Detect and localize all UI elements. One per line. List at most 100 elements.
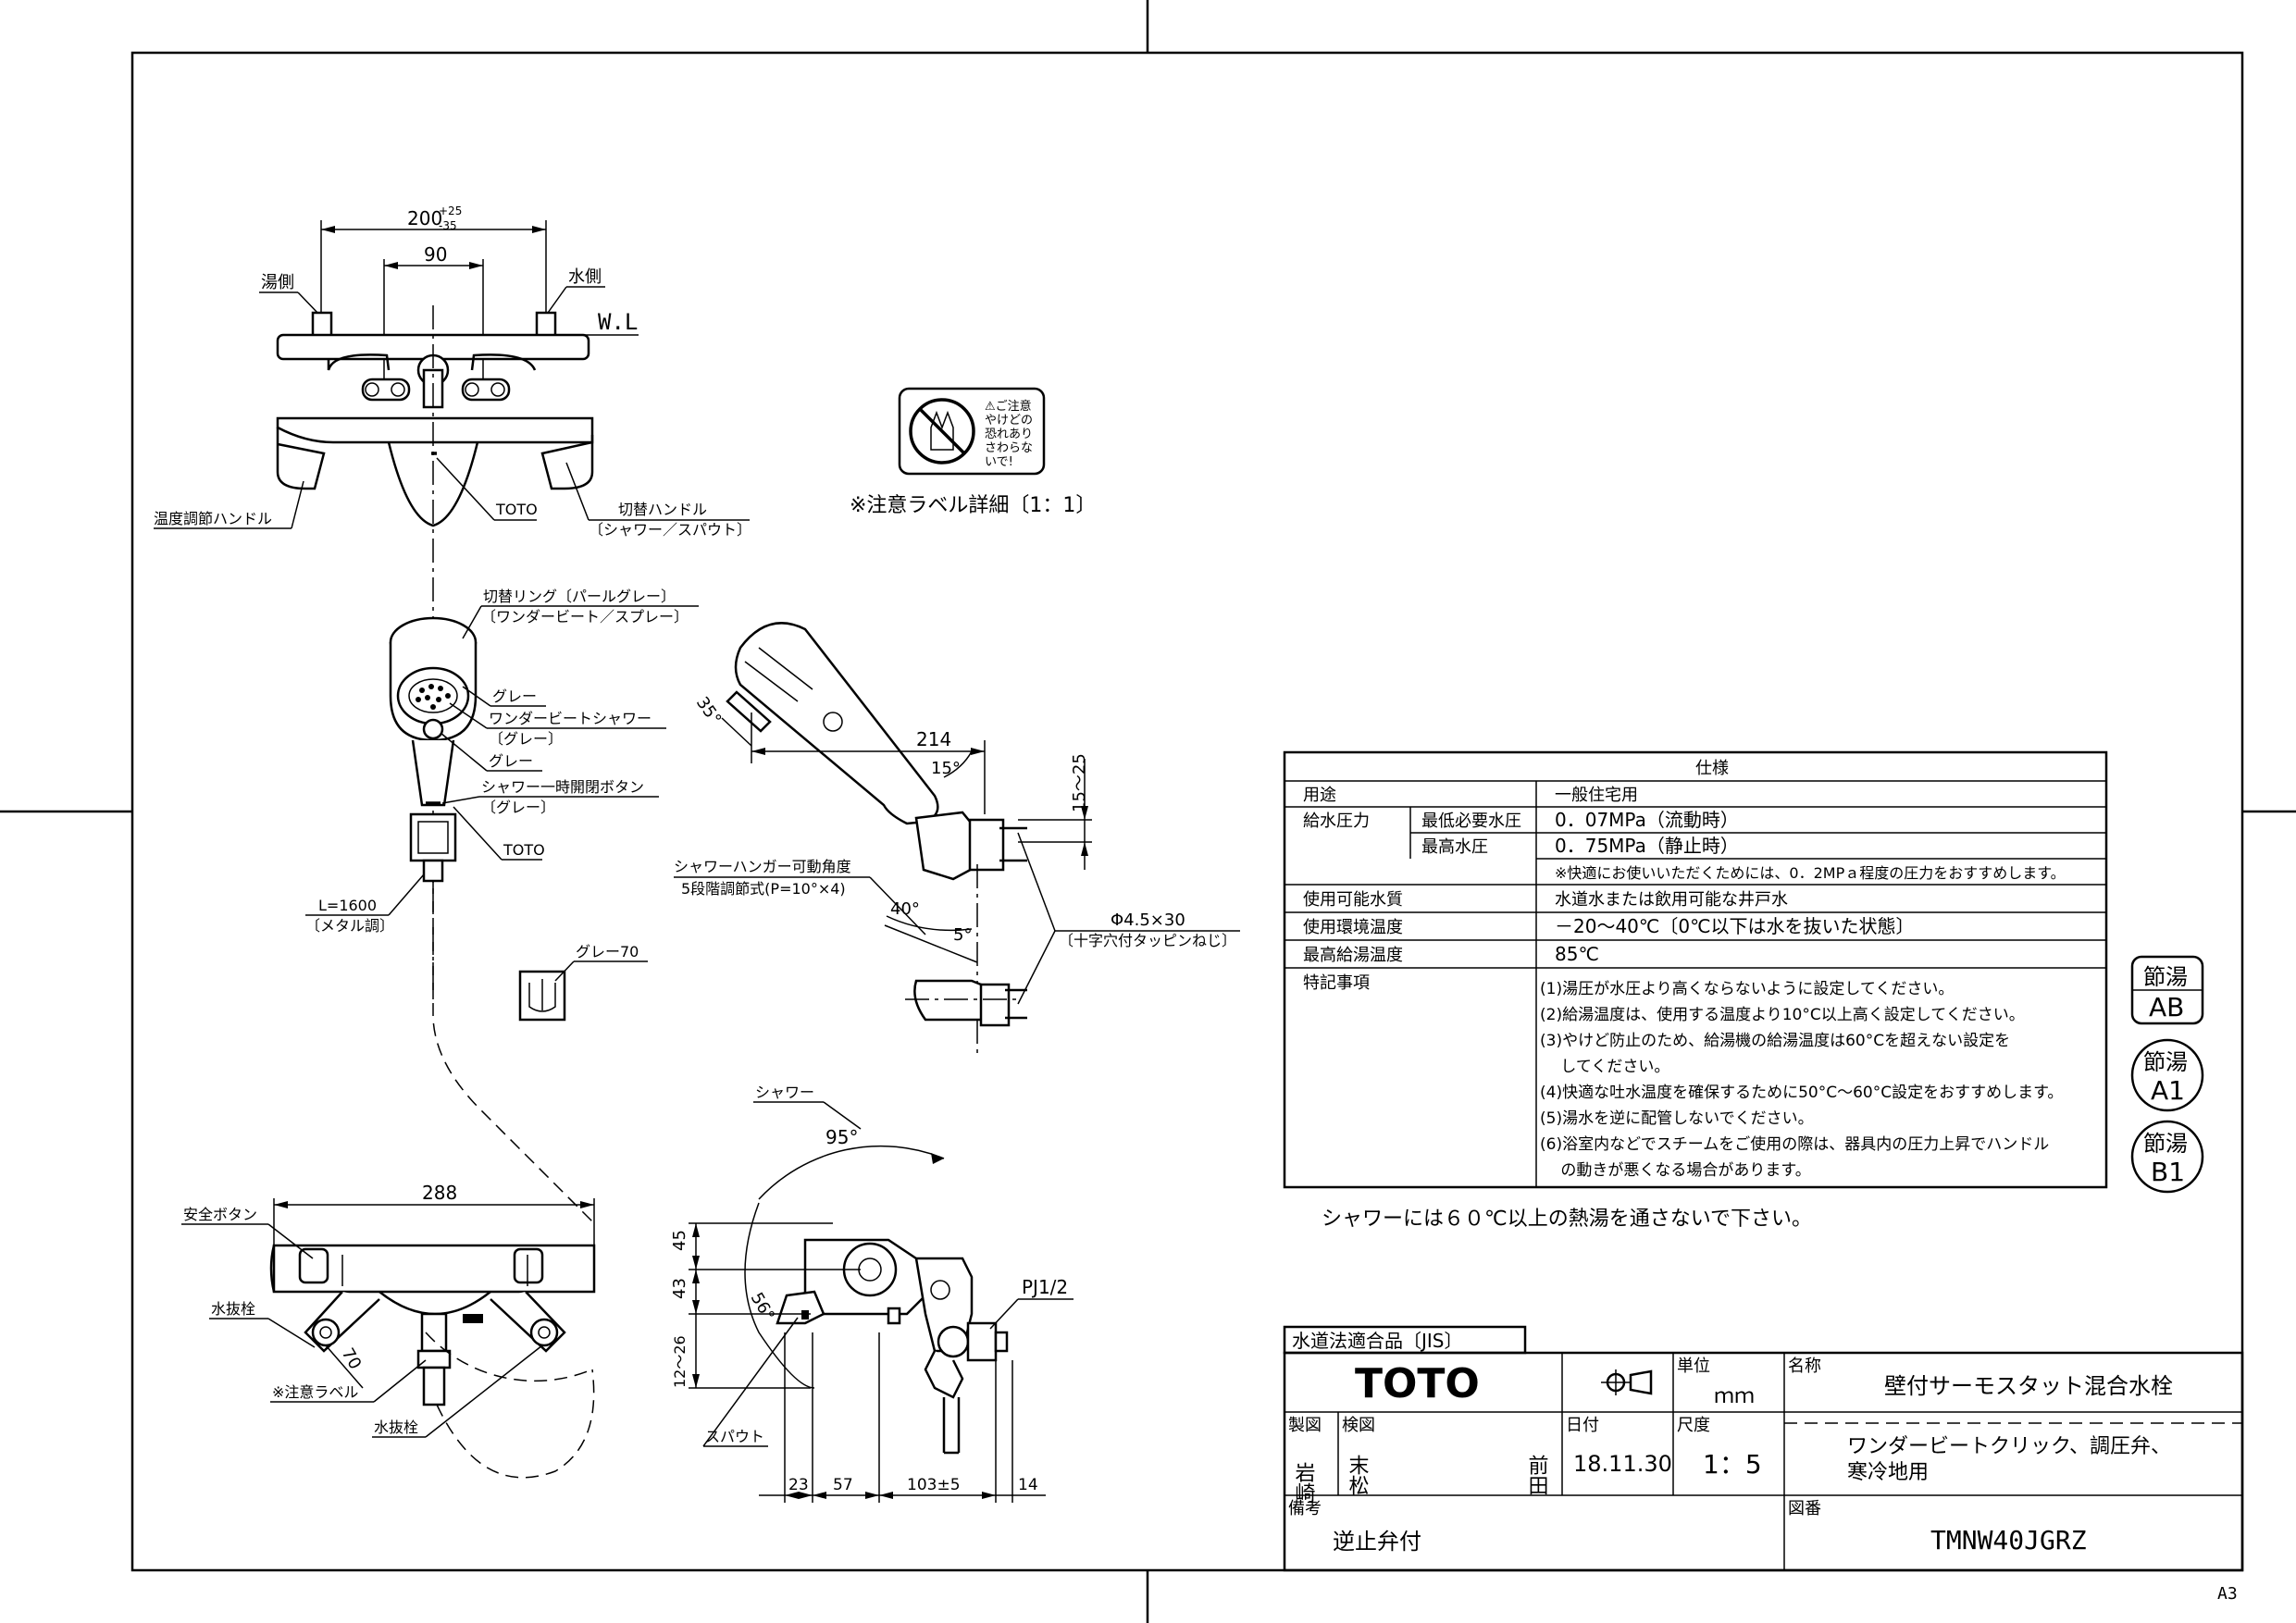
top-view: 200 +25 -35 90 湯側 水側 W.L xyxy=(154,204,751,999)
note-5: (5)湯水を逆に配管しないでください。 xyxy=(1540,1109,1814,1128)
note-1: (1)湯圧が水圧より高くならないように設定してください。 xyxy=(1540,980,1954,998)
caution-line-4: さわらな xyxy=(985,441,1033,455)
caution-line-2: やけどの xyxy=(985,414,1033,427)
caution-line-3: 恐れあり xyxy=(985,427,1033,441)
note-6b: の動きが悪くなる場合があります。 xyxy=(1540,1161,1811,1180)
switch-handle-label: 切替ハンドル xyxy=(618,501,707,518)
angle-35: 35° xyxy=(692,693,726,728)
title-block: 水道法適合品〔JIS〕 TOTO 単位 ｍｍ 名称 壁付サーモスタット混合水栓 … xyxy=(1283,1325,2244,1604)
dim-70: 70 xyxy=(338,1344,366,1372)
dim-45: 45 xyxy=(670,1230,689,1251)
checked-label: 検図 xyxy=(1342,1416,1375,1435)
spec-row-4-label: 使用可能水質 xyxy=(1303,890,1403,910)
drawing-frame xyxy=(130,51,2244,1572)
spec-row-1-label: 給水圧力 xyxy=(1303,812,1370,831)
caution-label-detail: ⚠ご注意 やけどの 恐れあり さわらな いで! ※注意ラベル詳細〔1：1〕 xyxy=(850,387,1096,517)
wonder-beat-label: ワンダービートシャワー xyxy=(489,710,652,727)
badge-b1-bottom: B1 xyxy=(2151,1157,2185,1187)
note-2: (2)給湯温度は、使用する温度より10°C以上高く設定してください。 xyxy=(1540,1005,2025,1024)
spec-row-6-label: 最高給湯温度 xyxy=(1303,946,1403,965)
desc-line-1: ワンダービートクリック、調圧弁、 xyxy=(1847,1435,2171,1458)
shower-side-view: 214 15° 35° 15～25 シャワーハンガー可動角度 5段階調節式(P=… xyxy=(674,622,1240,1055)
spec-row-1-sub: 最低必要水圧 xyxy=(1421,812,1521,831)
angle-56: 56° xyxy=(747,1289,778,1324)
angle-5: 5° xyxy=(953,925,972,945)
note-3b: してください。 xyxy=(1540,1058,1669,1076)
hanger-angle-sub: 5段階調節式(P=10°×4) xyxy=(681,880,846,898)
water-saving-badges: 節湯 AB 節湯 A1 節湯 B1 xyxy=(2130,955,2204,1194)
spec-row-5-label: 使用環境温度 xyxy=(1303,918,1403,937)
jis-label: 水道法適合品〔JIS〕 xyxy=(1292,1330,1463,1352)
angle-15: 15° xyxy=(931,759,961,778)
unit-label: 単位 xyxy=(1677,1357,1710,1376)
spec-title: 仕様 xyxy=(1695,759,1729,778)
wonder-beat-sub: 〔グレー〕 xyxy=(489,730,563,748)
note-6: (6)浴室内などでスチームをご使用の際は、器具内の圧力上昇でハンドル xyxy=(1540,1134,2049,1154)
stop-button-sub: 〔グレー〕 xyxy=(481,799,555,816)
note-3: (3)やけど防止のため、給湯機の給湯温度は60°Cを超えない設定を xyxy=(1540,1032,2010,1050)
caution-line-1: ⚠ご注意 xyxy=(985,399,1032,414)
drawing-no-label: 図番 xyxy=(1788,1499,1821,1518)
name-label: 名称 xyxy=(1788,1357,1821,1376)
desc-line-2: 寒冷地用 xyxy=(1847,1461,1929,1484)
side-view: シャワー 95° 45 43 12～26 56° xyxy=(670,1084,1074,1503)
heat-warning: シャワーには６０℃以上の熱湯を通さないで下さい。 xyxy=(1322,1208,1812,1231)
spec-row-6-value: 85℃ xyxy=(1555,943,1599,965)
drawn-value: 岩崎 xyxy=(1292,1462,1316,1503)
drain-plug-label-2: 水抜栓 xyxy=(374,1419,418,1436)
checked-value-1: 末松 xyxy=(1346,1455,1370,1495)
product-name: 壁付サーモスタット混合水栓 xyxy=(1884,1373,2173,1399)
badge-b1 xyxy=(2130,1120,2204,1194)
notes-label: 特記事項 xyxy=(1303,973,1370,993)
badge-a1 xyxy=(2130,1038,2204,1112)
caution-label-note: ※注意ラベル xyxy=(272,1383,358,1401)
dim-15-25: 15～25 xyxy=(1070,753,1089,812)
remarks-label: 備考 xyxy=(1288,1499,1322,1518)
screw-sub: 〔十字穴付タッピンねじ〕 xyxy=(1059,932,1236,949)
date-label: 日付 xyxy=(1566,1416,1599,1435)
drain-plug-label-1: 水抜栓 xyxy=(211,1300,255,1318)
brand-mark-top: TOTO xyxy=(495,501,538,518)
spec-row-1-value: 0．07MPa（流動時） xyxy=(1555,809,1739,831)
switch-ring-sub: 〔ワンダービート／スプレー〕 xyxy=(481,608,689,626)
stop-button-label: シャワー一時開閉ボタン xyxy=(481,778,644,796)
dim-spacing: 90 xyxy=(424,243,447,266)
drawn-label: 製図 xyxy=(1288,1416,1322,1435)
dim-57: 57 xyxy=(833,1476,853,1494)
scale-label: 尺度 xyxy=(1677,1416,1710,1435)
temp-handle-label: 温度調節ハンドル xyxy=(154,510,272,527)
caution-label-caption: ※注意ラベル詳細〔1：1〕 xyxy=(850,494,1096,517)
unit-value: ｍｍ xyxy=(1714,1385,1755,1408)
angle-95: 95° xyxy=(825,1126,858,1148)
dim-12-26: 12～26 xyxy=(671,1335,689,1388)
spout-label: スパウト xyxy=(705,1428,764,1445)
safety-button-label: 安全ボタン xyxy=(183,1206,257,1223)
hanger-angle-label: シャワーハンガー可動角度 xyxy=(674,858,851,875)
spec-row-0-value: 一般住宅用 xyxy=(1555,786,1638,805)
dim-103: 103±5 xyxy=(907,1476,961,1494)
screw-label: Φ4.5×30 xyxy=(1111,911,1185,930)
badge-a1-bottom: A1 xyxy=(2151,1075,2185,1106)
badge-ab-top: 節湯 xyxy=(2143,964,2188,990)
dim-overall-tol-lower: -35 xyxy=(439,219,457,232)
dim-214: 214 xyxy=(916,728,951,750)
dim-43: 43 xyxy=(670,1278,689,1299)
drawing-no-value: TMNW40JGRZ xyxy=(1930,1525,2087,1555)
badge-ab-bottom: AB xyxy=(2149,992,2184,1022)
badge-a1-top: 節湯 xyxy=(2143,1049,2188,1075)
spec-row-5-value: －20～40℃〔0℃以下は水を抜いた状態〕 xyxy=(1555,915,1915,937)
gray-label-2: グレー xyxy=(489,752,533,770)
hose-length-sub: 〔メタル調〕 xyxy=(305,917,394,935)
remarks-value: 逆止弁付 xyxy=(1333,1529,1421,1555)
spec-row-3-value: ※快適にお使いいただくためには、0．2MPａ程度の圧力をおすすめします。 xyxy=(1555,864,2066,882)
dim-14: 14 xyxy=(1018,1476,1038,1494)
no-touch-icon xyxy=(909,398,975,465)
pj-label: PJ1/2 xyxy=(1022,1276,1068,1298)
dim-overall-tol-upper: +25 xyxy=(439,204,462,217)
spec-row-4-value: 水道水または飲用可能な井戸水 xyxy=(1555,890,1788,910)
hose-length-label: L=1600 xyxy=(318,897,377,914)
angle-40: 40° xyxy=(890,899,920,919)
gray-label-1: グレー xyxy=(492,688,537,705)
spec-row-2-value: 0．75MPa（静止時） xyxy=(1555,835,1739,857)
hanger-color-label: グレー70 xyxy=(576,943,639,960)
